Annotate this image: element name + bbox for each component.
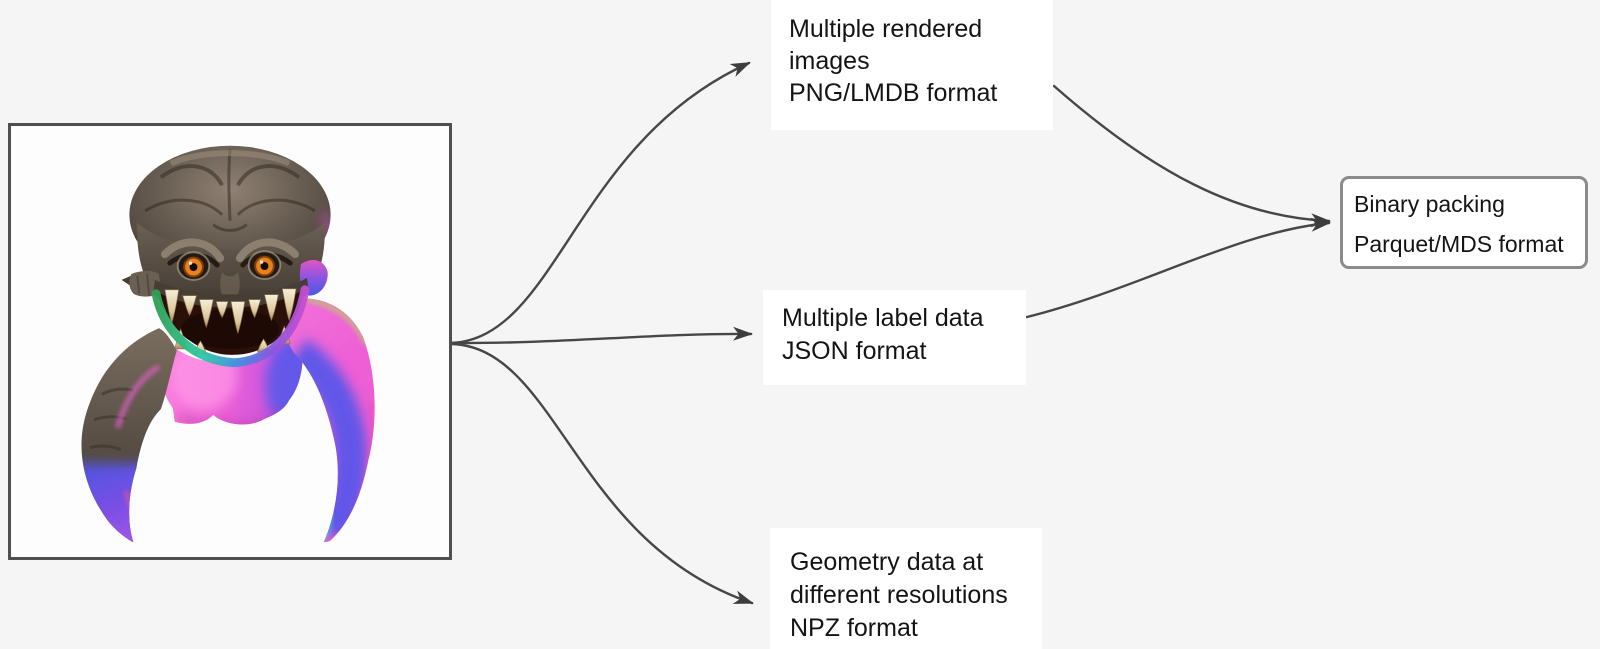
node-line: Multiple label data bbox=[782, 304, 984, 332]
edge-source-to-rendered-images bbox=[450, 61, 751, 345]
creature-eyes bbox=[176, 250, 282, 281]
node-line: NPZ format bbox=[790, 614, 918, 642]
edge-label-data-to-binary-packing bbox=[1025, 217, 1331, 319]
node-line: different resolutions bbox=[790, 581, 1008, 609]
creature-left-ear bbox=[121, 270, 161, 297]
node-line: Geometry data at bbox=[790, 548, 984, 576]
node-line: Multiple rendered bbox=[789, 15, 983, 43]
node-line: Binary packing bbox=[1354, 191, 1505, 217]
node-label-data: Multiple label data JSON format bbox=[763, 290, 1026, 385]
node-line: JSON format bbox=[782, 337, 927, 365]
node-line: images bbox=[789, 47, 870, 75]
creature-lip-band bbox=[151, 285, 310, 368]
edge-rendered-images-to-binary-packing bbox=[1052, 84, 1331, 228]
creature-left-claw bbox=[81, 328, 177, 543]
node-rendered-images: Multiple rendered images PNG/LMDB format bbox=[771, 0, 1053, 130]
node-binary-packing: Binary packing Parquet/MDS format bbox=[1340, 176, 1588, 269]
edge-source-to-geometry-data bbox=[450, 342, 754, 605]
source-image-panel bbox=[8, 123, 452, 560]
node-line: PNG/LMDB format bbox=[789, 79, 998, 107]
node-geometry-data: Geometry data at different resolutions N… bbox=[770, 528, 1042, 649]
node-line: Parquet/MDS format bbox=[1354, 231, 1564, 257]
creature-image bbox=[81, 145, 375, 543]
edge-source-to-label-data bbox=[450, 326, 753, 345]
